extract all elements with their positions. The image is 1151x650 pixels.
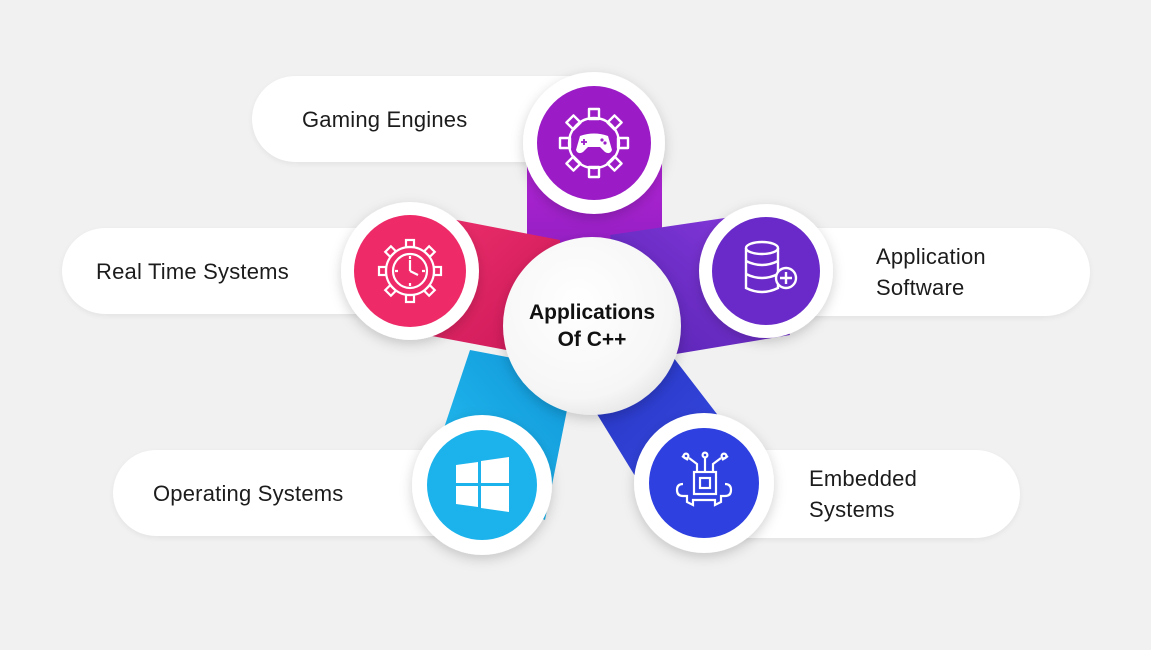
node-embedded-systems xyxy=(634,413,774,553)
center-circle xyxy=(503,237,681,415)
center-title-line2: Of C++ xyxy=(557,328,627,351)
clock-gear-icon xyxy=(377,238,443,304)
node-application-software xyxy=(699,204,833,338)
label-embedded-systems-line1: Embedded xyxy=(809,466,918,491)
label-application-software-line1: Application xyxy=(876,244,986,269)
gamepad-gear-icon xyxy=(558,107,630,179)
label-application-software-line2: Software xyxy=(876,275,965,300)
center-title-line1: Applications xyxy=(528,301,655,324)
label-operating-systems: Operating Systems xyxy=(153,480,344,506)
node-operating-systems xyxy=(412,415,552,555)
center-title: Applications Of C++ xyxy=(503,236,681,416)
chip-gear-icon xyxy=(675,451,733,507)
label-embedded-systems-line2: Systems xyxy=(809,497,895,522)
windows-logo-icon xyxy=(456,457,509,512)
database-plus-icon xyxy=(744,240,798,294)
label-gaming-engines: Gaming Engines xyxy=(302,106,468,132)
label-real-time-systems: Real Time Systems xyxy=(96,258,289,284)
